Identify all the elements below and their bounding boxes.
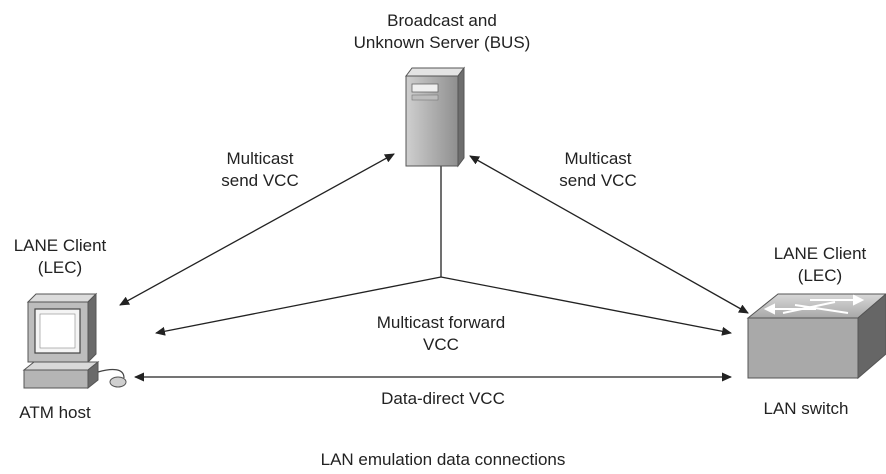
data-direct-label: Data-direct VCC bbox=[381, 389, 505, 408]
multicast-send-right-arrow bbox=[469, 155, 749, 314]
diagram-caption: LAN emulation data connections bbox=[320, 450, 566, 469]
right-lane-client-label: LANE Client(LEC) bbox=[773, 244, 867, 285]
left-lane-client-label: LANE Client(LEC) bbox=[13, 236, 107, 277]
multicast-forward-right-arrow bbox=[440, 276, 732, 336]
multicast-forward-left-arrow bbox=[155, 276, 442, 336]
lan-switch-label: LAN switch bbox=[763, 399, 849, 418]
server-icon bbox=[405, 66, 465, 168]
connections bbox=[119, 153, 749, 382]
multicast-send-left-arrow bbox=[119, 153, 395, 306]
atm-host-label: ATM host bbox=[19, 403, 91, 422]
computer-icon bbox=[22, 292, 127, 390]
switch-icon bbox=[746, 293, 886, 380]
